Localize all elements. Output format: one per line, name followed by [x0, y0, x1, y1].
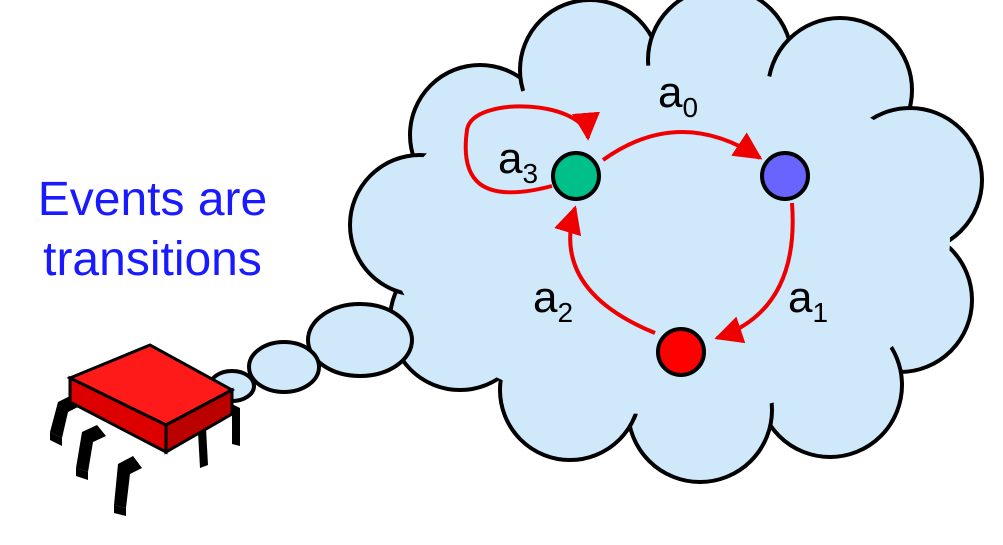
- robot-bug-icon: [50, 343, 240, 516]
- thought-bubbles: [208, 302, 414, 403]
- thought-cloud: [348, 0, 984, 484]
- thought-bubble-large: [306, 302, 414, 378]
- label-a1: a1: [788, 273, 828, 328]
- arrow-a1: [714, 202, 795, 344]
- label-a3: a3: [498, 134, 538, 189]
- thought-bubble-medium: [247, 340, 321, 394]
- state-node-green: [551, 151, 601, 201]
- states: [551, 151, 810, 377]
- arrow-a0: [601, 130, 763, 162]
- transition-arrows: [463, 104, 795, 344]
- arrow-a2: [554, 205, 656, 335]
- label-a2: a2: [533, 273, 573, 328]
- state-node-red: [656, 327, 706, 377]
- arrow-a3: [463, 104, 600, 195]
- caption-line-1: Events are: [37, 173, 268, 226]
- caption-text: Events are transitions: [10, 170, 295, 290]
- state-node-blue: [760, 151, 810, 201]
- caption-line-2: transitions: [43, 233, 262, 286]
- transition-labels: a0 a1 a2 a3: [498, 68, 828, 328]
- label-a0: a0: [658, 68, 698, 123]
